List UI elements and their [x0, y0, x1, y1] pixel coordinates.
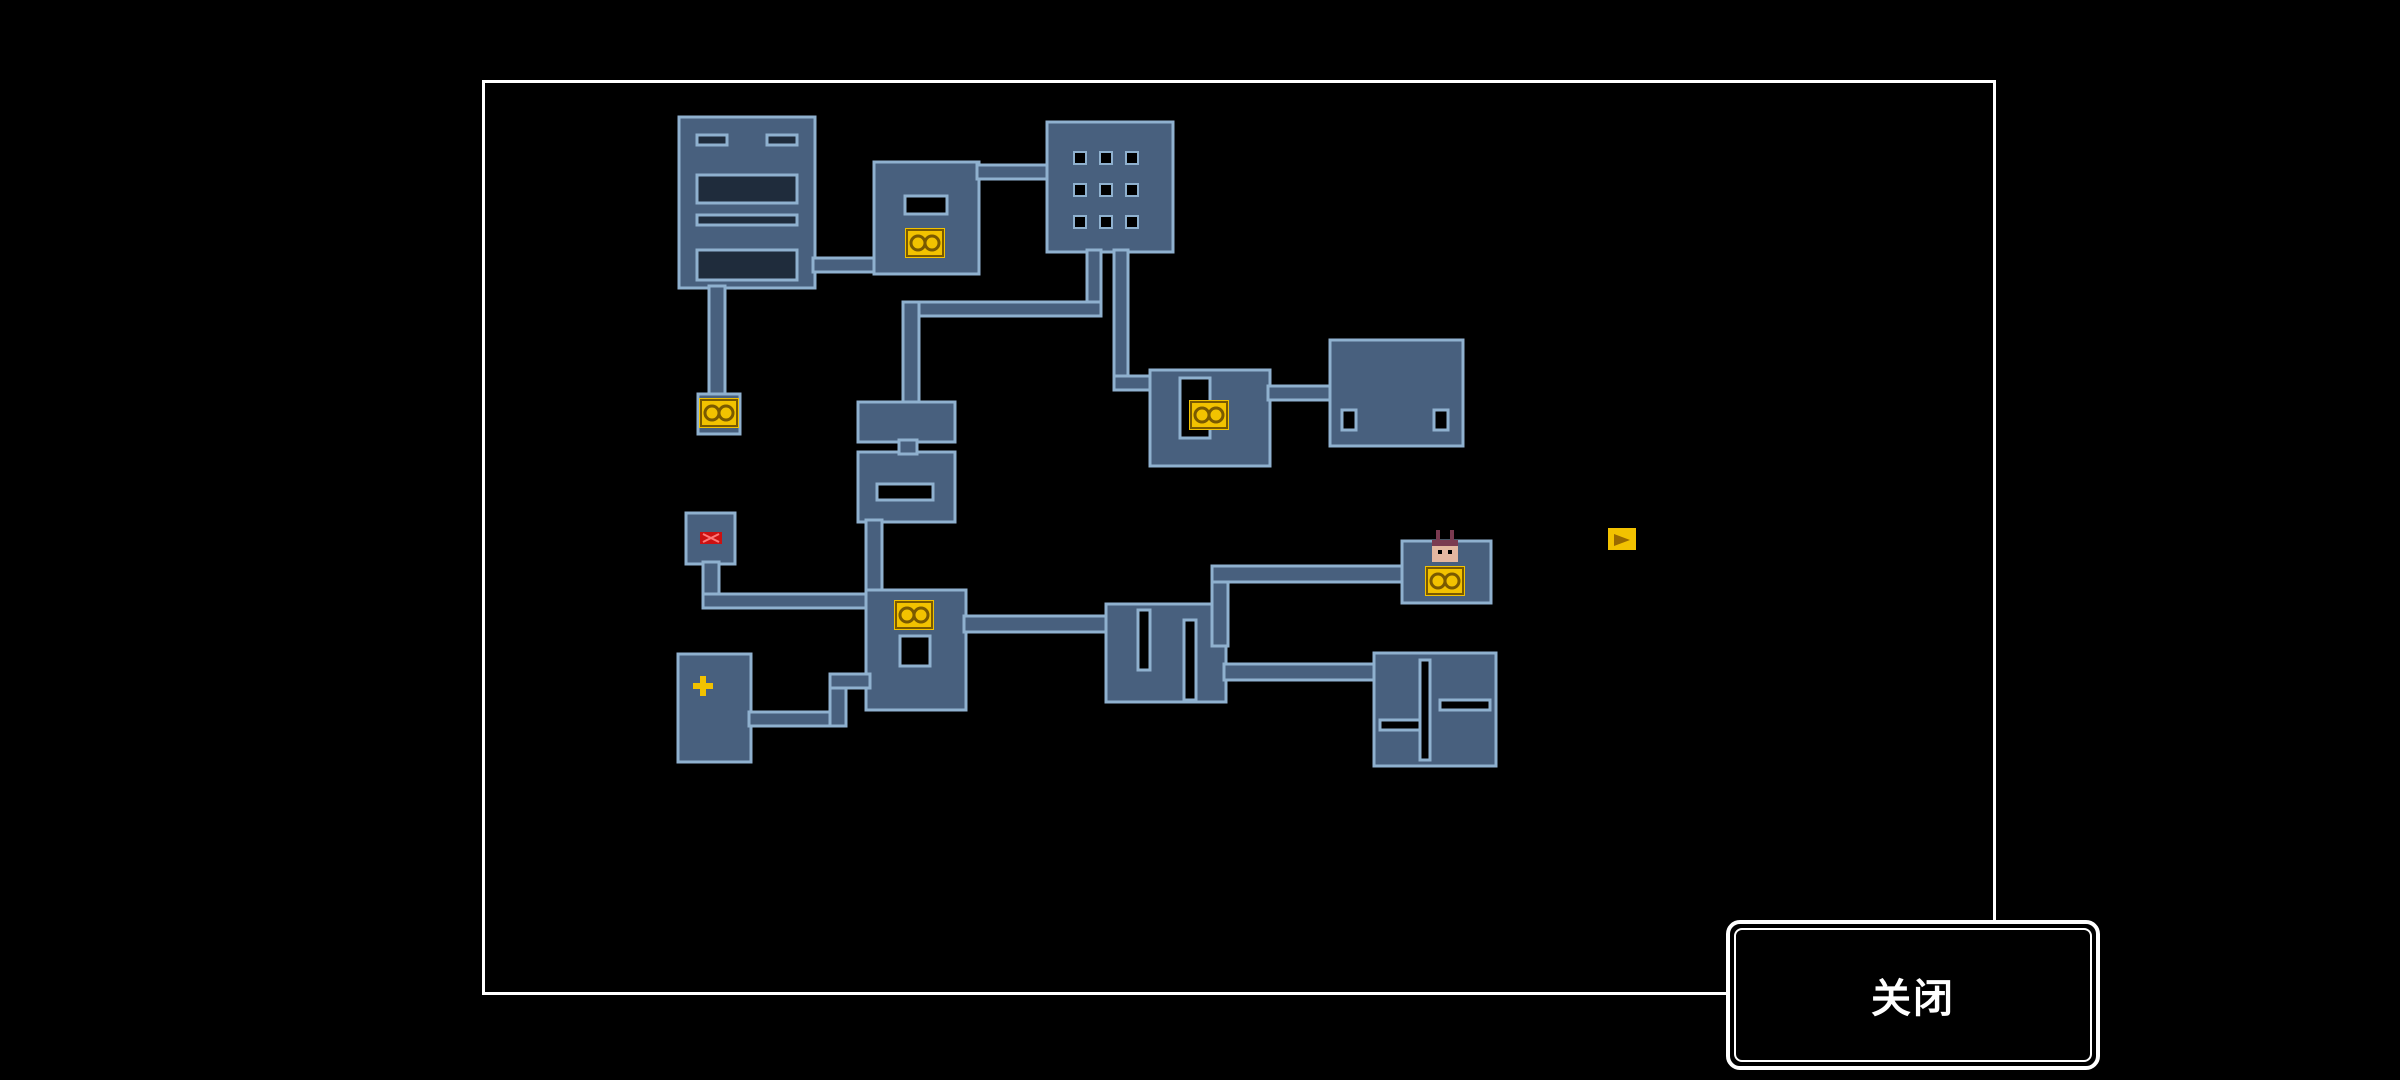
- corridor: [701, 592, 875, 610]
- close-button-label: 关闭: [1871, 976, 1955, 1022]
- room-grid: [1045, 120, 1175, 254]
- map-frame: [482, 80, 1996, 995]
- red-x-icon: [700, 532, 722, 544]
- room-red-marker: [684, 511, 737, 566]
- room-center-upper: [856, 400, 957, 444]
- corridor: [962, 614, 1110, 634]
- corridor: [811, 256, 881, 274]
- corridor: [975, 163, 1055, 181]
- corridor: [901, 300, 1103, 318]
- room-top-left: [677, 115, 817, 290]
- player-icon: [1432, 530, 1458, 562]
- corridor: [901, 300, 921, 404]
- corridor: [1222, 662, 1378, 682]
- gold-chest-icon: [697, 396, 741, 430]
- room-castle: [1328, 338, 1465, 448]
- map-note-icon: [1608, 528, 1636, 550]
- gold-chest-icon: [903, 226, 947, 260]
- gold-chest-icon: [1423, 564, 1467, 598]
- room-w-shape: [1104, 602, 1228, 704]
- plus-icon: [693, 676, 713, 696]
- corridor: [1210, 564, 1406, 584]
- corridor: [707, 284, 727, 398]
- room-bottom-right: [1372, 651, 1498, 768]
- room-save: [676, 652, 753, 764]
- close-button[interactable]: 关闭: [1726, 920, 2100, 1070]
- gold-chest-icon: [892, 598, 936, 632]
- corridor: [1112, 248, 1130, 392]
- gold-chest-icon: [1187, 398, 1231, 432]
- corridor: [1112, 374, 1156, 392]
- corridor: [864, 518, 884, 594]
- corridor: [828, 672, 872, 690]
- corridor: [1266, 384, 1336, 402]
